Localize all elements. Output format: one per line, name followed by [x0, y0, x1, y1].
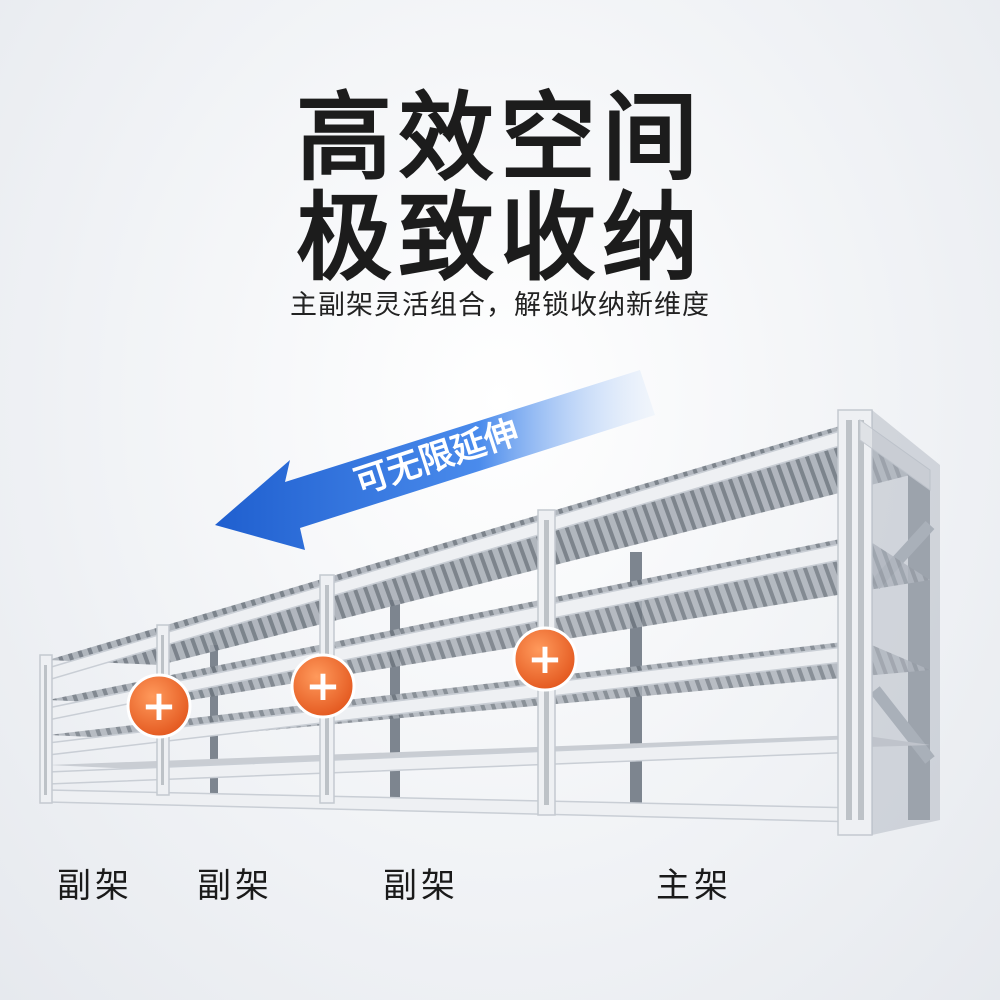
plus-icon-1: +	[141, 681, 176, 730]
arrow-text: 可无限延伸	[350, 412, 524, 503]
label-main-rack: 主架	[656, 866, 732, 906]
plus-icon-2: +	[305, 661, 340, 710]
label-sub-rack-3: 副架	[383, 866, 459, 906]
plus-icon-3: +	[527, 634, 562, 683]
extend-arrow	[215, 370, 655, 550]
headline-line-1: 高效空间	[296, 82, 704, 194]
plus-badge-1: +	[126, 673, 192, 739]
subheadline: 主副架灵活组合，解锁收纳新维度	[290, 290, 710, 321]
label-sub-rack-2: 副架	[197, 866, 273, 906]
rack-assembly	[39, 409, 940, 836]
headline-line-2: 极致收纳	[296, 182, 704, 294]
label-sub-rack-1: 副架	[57, 866, 133, 906]
plus-badge-2: +	[290, 653, 356, 719]
plus-badge-3: +	[512, 626, 578, 692]
